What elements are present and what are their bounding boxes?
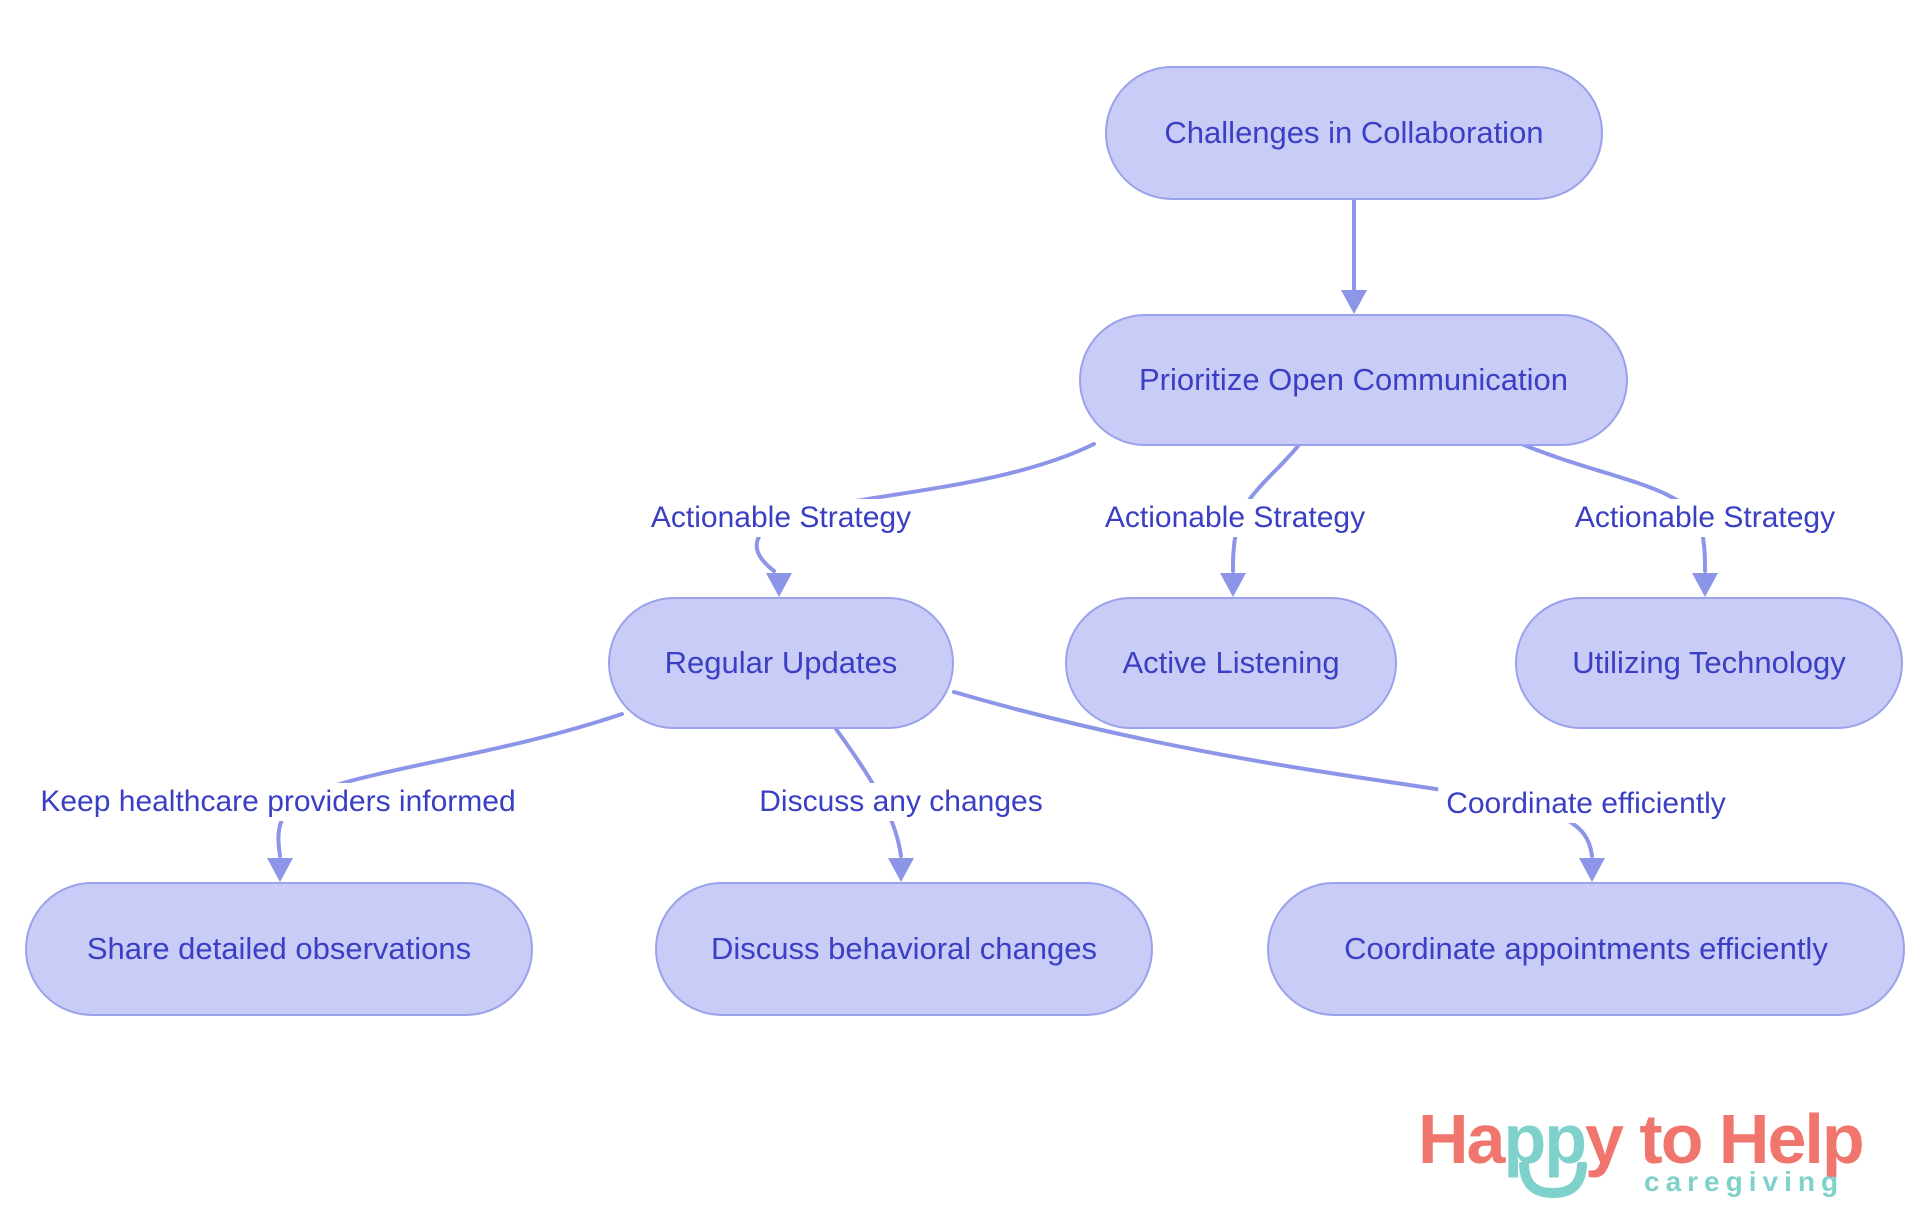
arrowhead-into-regular-updates xyxy=(766,573,792,597)
arrowhead-into-share-observations xyxy=(267,858,293,882)
edge-label-coordinate-efficiently: Coordinate efficiently xyxy=(1438,785,1734,823)
edge-label-actionable-strategy-2: Actionable Strategy xyxy=(1096,499,1374,537)
logo-word-part4: to Help xyxy=(1621,1100,1864,1178)
logo-word-pp: pp xyxy=(1503,1100,1587,1178)
node-share-detailed-observations: Share detailed observations xyxy=(25,882,533,1016)
node-regular-updates: Regular Updates xyxy=(608,597,954,729)
logo-word-part1: Ha xyxy=(1418,1100,1505,1178)
node-challenges-in-collaboration: Challenges in Collaboration xyxy=(1105,66,1603,200)
arrowhead-into-utilizing-technology xyxy=(1692,573,1718,597)
node-active-listening: Active Listening xyxy=(1065,597,1397,729)
arrowhead-into-discuss-behavioral xyxy=(888,858,914,882)
edge-label-actionable-strategy-3: Actionable Strategy xyxy=(1566,499,1844,537)
node-discuss-behavioral-changes: Discuss behavioral changes xyxy=(655,882,1153,1016)
node-prioritize-open-communication: Prioritize Open Communication xyxy=(1079,314,1628,446)
logo-tagline: caregiving xyxy=(1644,1166,1845,1197)
arrowhead-into-prioritize xyxy=(1341,290,1367,314)
edge-label-keep-providers-informed: Keep healthcare providers informed xyxy=(32,783,524,821)
logo-wordmark: Happy to Help xyxy=(1418,1104,1865,1174)
arrowhead-into-coordinate-appointments xyxy=(1579,858,1605,882)
node-coordinate-appointments-efficiently: Coordinate appointments efficiently xyxy=(1267,882,1905,1016)
edge-label-discuss-any-changes: Discuss any changes xyxy=(751,783,1051,821)
logo-word-part3: y xyxy=(1585,1100,1624,1178)
logo-smile-icon xyxy=(1519,1162,1587,1199)
arrowhead-into-active-listening xyxy=(1220,573,1246,597)
edge-label-actionable-strategy-1: Actionable Strategy xyxy=(642,499,920,537)
node-utilizing-technology: Utilizing Technology xyxy=(1515,597,1903,729)
happy-to-help-logo: Happy to Help caregiving xyxy=(1418,1104,1918,1214)
